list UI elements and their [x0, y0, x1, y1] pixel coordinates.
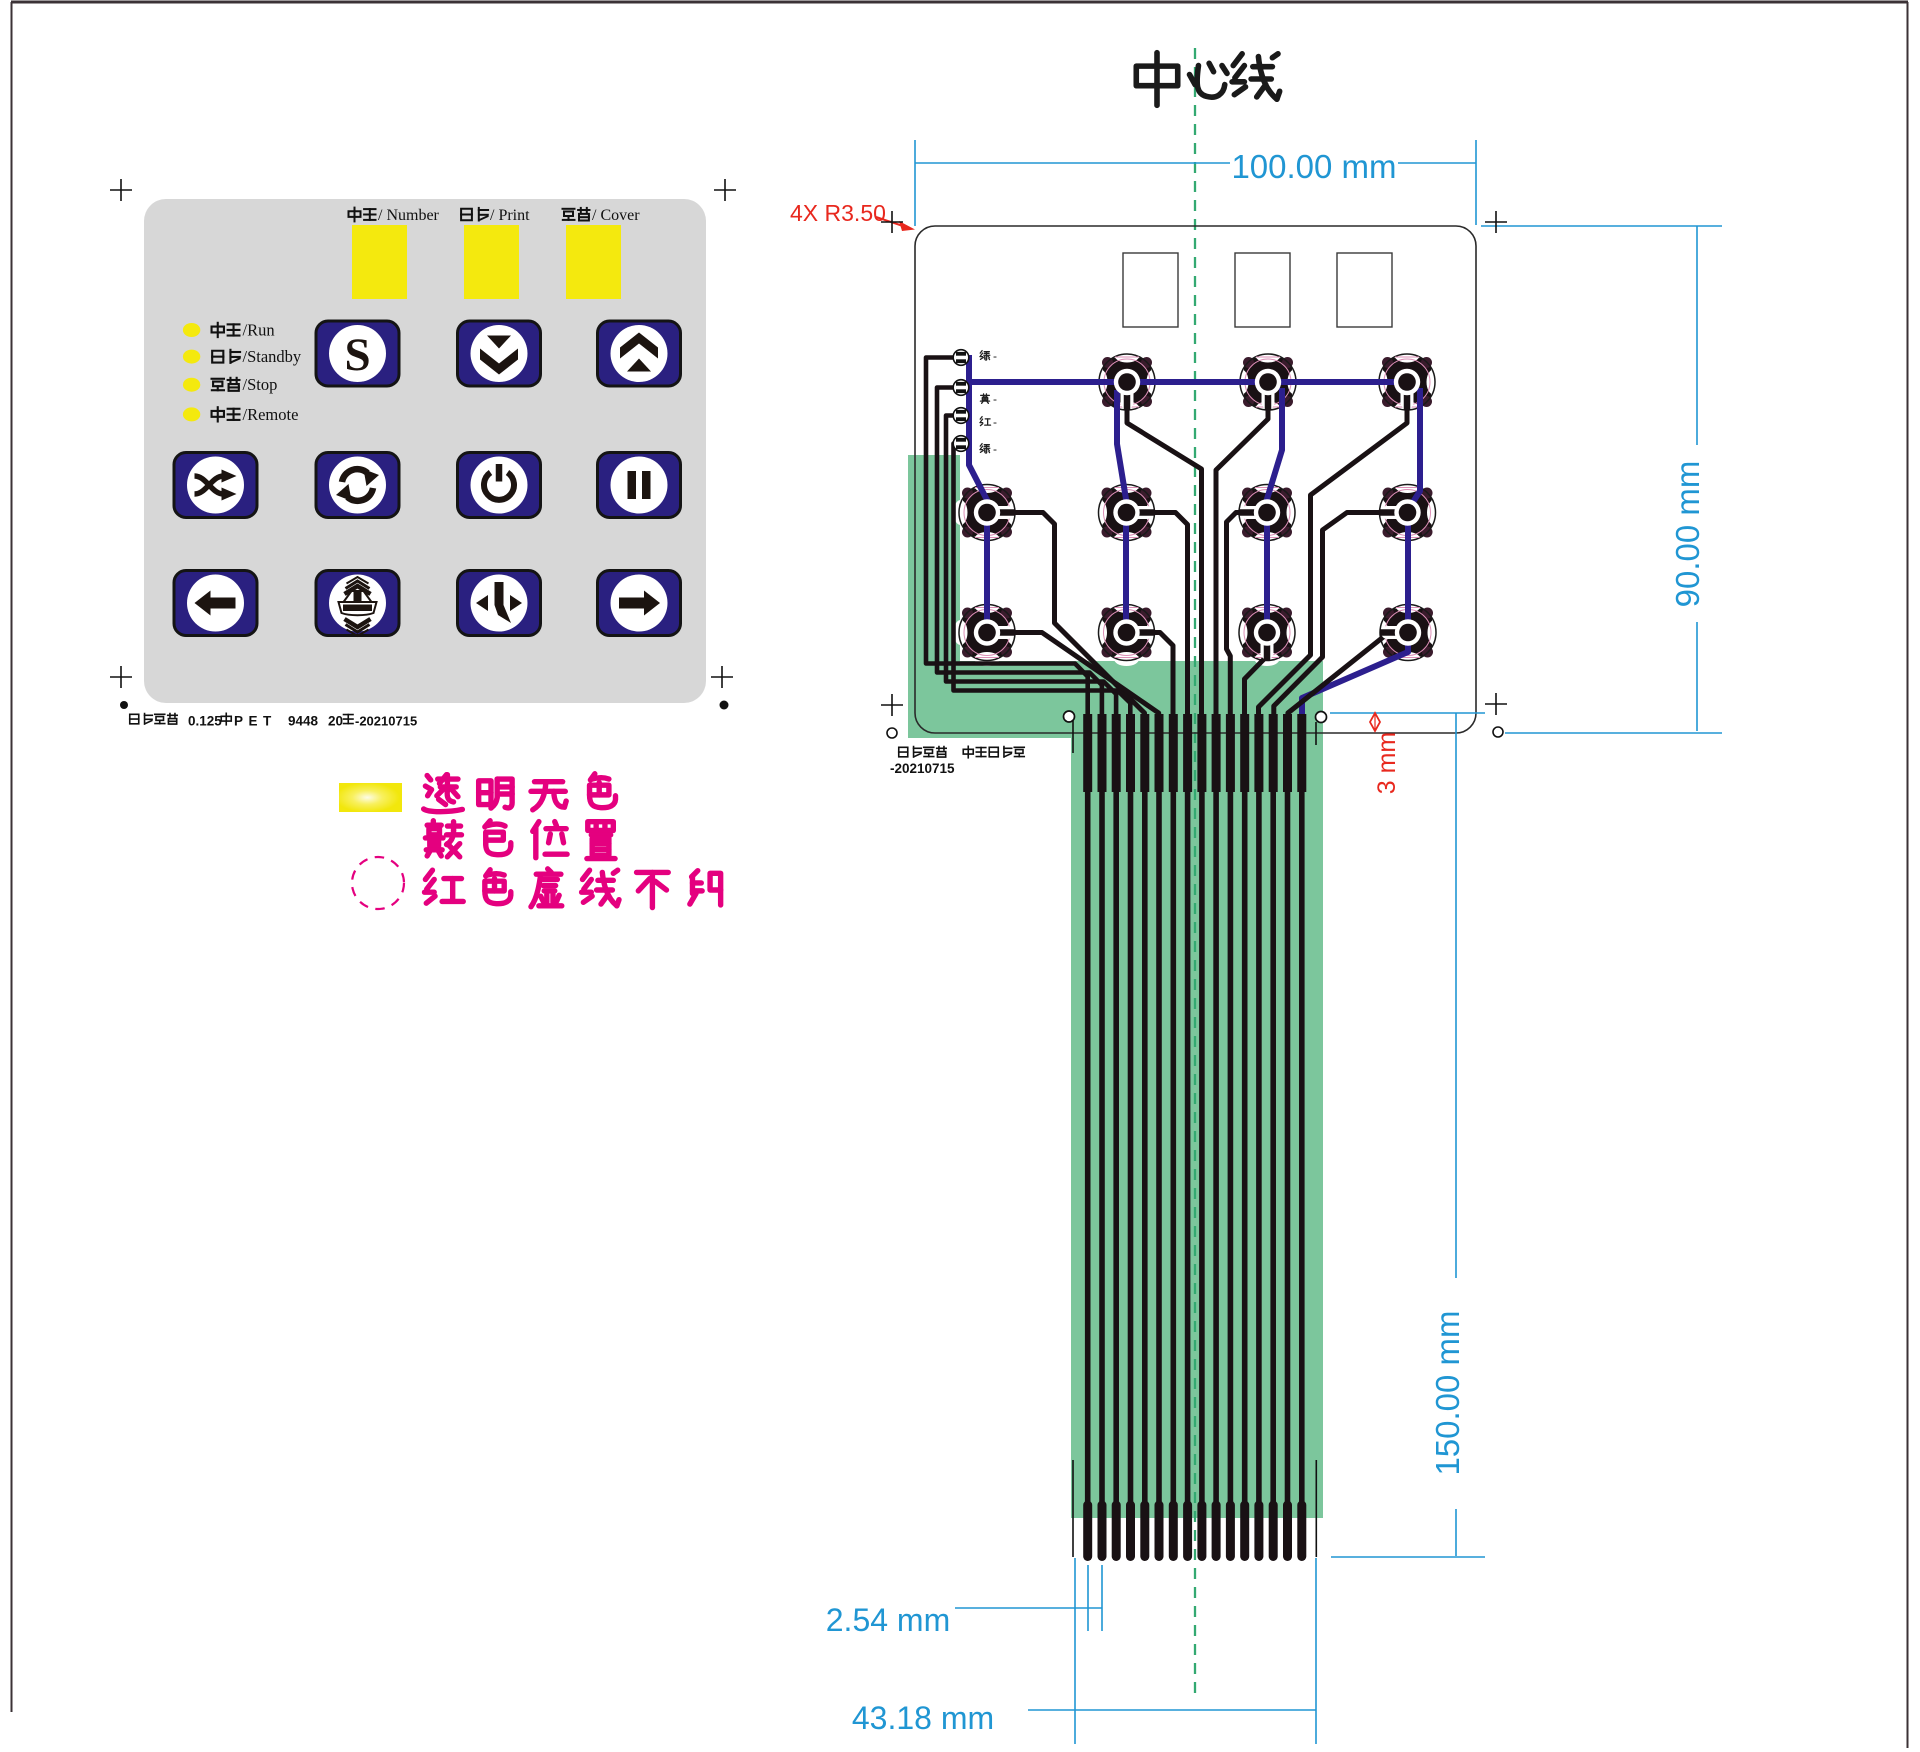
svg-text:S: S [344, 329, 370, 381]
svg-text:/ Print: / Print [490, 207, 530, 224]
svg-text:-: - [993, 392, 997, 406]
svg-text:-: - [993, 349, 997, 363]
svg-text:3 mm: 3 mm [1373, 732, 1401, 795]
svg-text:/Standby: /Standby [243, 347, 302, 366]
svg-text:9448: 9448 [288, 714, 319, 729]
svg-text:0.125: 0.125 [188, 714, 222, 729]
svg-text:PET: PET [234, 714, 277, 729]
svg-text:/Run: /Run [243, 321, 275, 340]
svg-text:-20210715: -20210715 [890, 761, 955, 776]
svg-text:/Remote: /Remote [243, 405, 299, 424]
svg-text:4X R3.50: 4X R3.50 [790, 200, 886, 226]
svg-text:-20210715: -20210715 [355, 714, 417, 729]
svg-text:/Stop: /Stop [243, 375, 278, 394]
svg-text:90.00 mm: 90.00 mm [1669, 461, 1706, 608]
svg-text:20: 20 [328, 714, 343, 729]
svg-text:100.00 mm: 100.00 mm [1231, 148, 1396, 185]
svg-text:/ Cover: / Cover [592, 207, 640, 224]
svg-text:/ Number: / Number [378, 207, 440, 224]
svg-text:150.00 mm: 150.00 mm [1429, 1310, 1466, 1475]
svg-text:43.18 mm: 43.18 mm [852, 1700, 994, 1736]
svg-text:-: - [993, 442, 997, 456]
svg-text:2.54 mm: 2.54 mm [826, 1602, 950, 1638]
svg-text:-: - [993, 415, 997, 429]
